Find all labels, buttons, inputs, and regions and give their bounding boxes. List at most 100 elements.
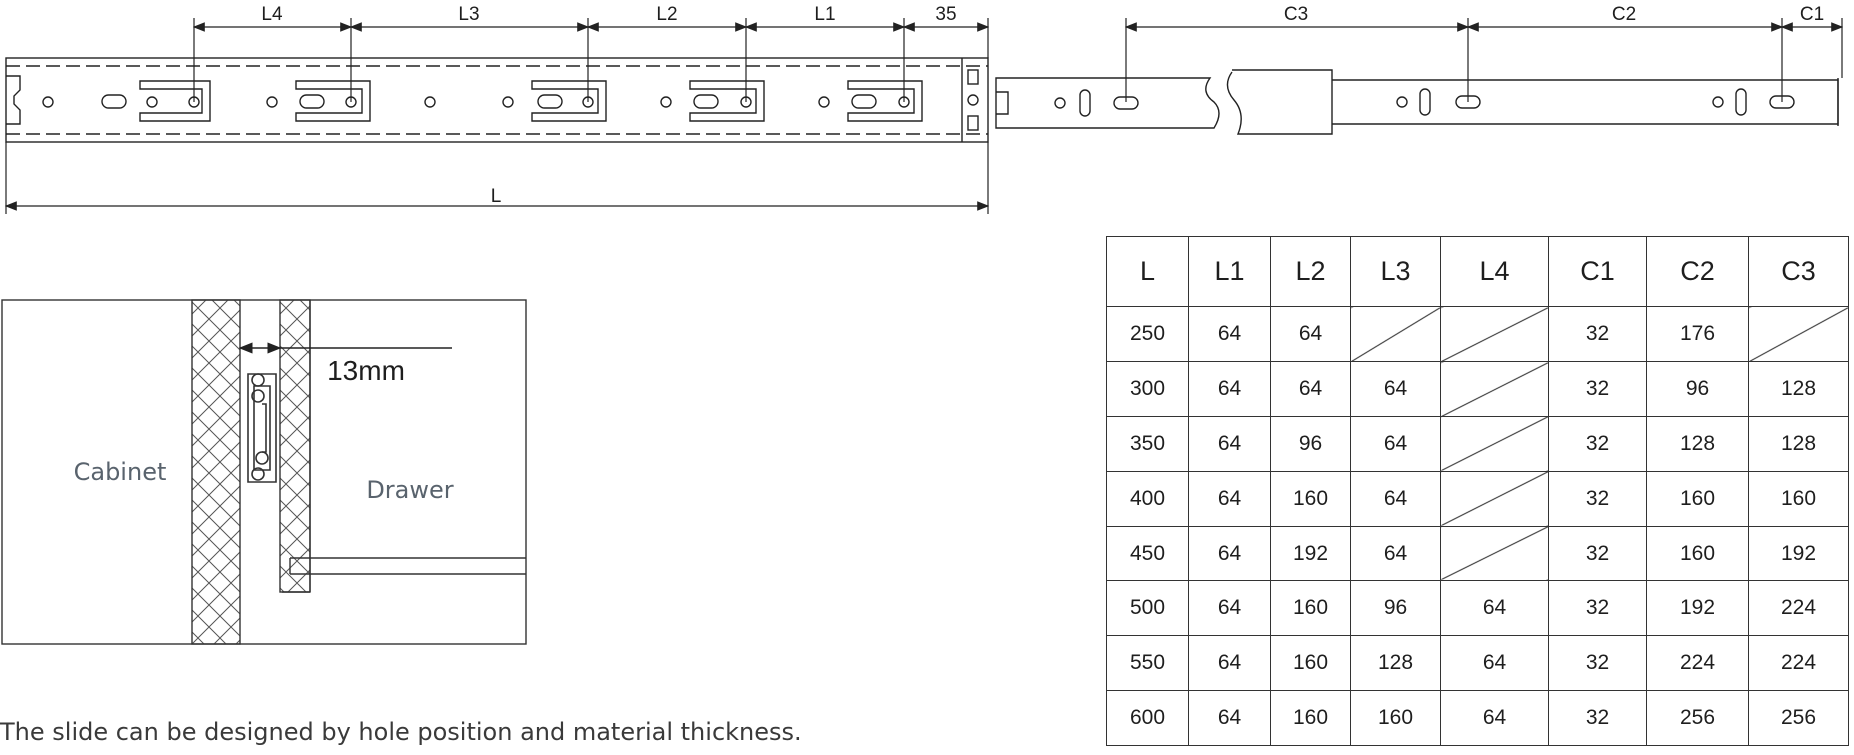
header-cell: L bbox=[1106, 235, 1189, 308]
table-cell: 64 bbox=[1188, 306, 1271, 363]
header-cell: L2 bbox=[1270, 235, 1351, 308]
table-cell: 64 bbox=[1350, 470, 1441, 527]
left-rail bbox=[5, 57, 989, 143]
table-cell: 400 bbox=[1106, 470, 1189, 527]
table-cell: 64 bbox=[1440, 635, 1549, 692]
hole-group-l2 bbox=[531, 80, 607, 122]
table-cell-not-applicable bbox=[1440, 415, 1549, 472]
hole-group-l4 bbox=[139, 80, 211, 122]
table-cell-not-applicable bbox=[1350, 306, 1441, 363]
table-cell-not-applicable bbox=[1440, 361, 1549, 417]
header-cell: C3 bbox=[1748, 235, 1849, 308]
table-cell: 64 bbox=[1270, 361, 1351, 417]
table-cell: 32 bbox=[1548, 580, 1647, 637]
dim-label-l1: L1 bbox=[814, 4, 835, 25]
dim-label-l2: L2 bbox=[656, 4, 677, 25]
table-cell: 450 bbox=[1106, 525, 1189, 582]
table-cell: 224 bbox=[1748, 635, 1849, 692]
table-cell: 160 bbox=[1646, 470, 1749, 527]
table-cell: 160 bbox=[1270, 635, 1351, 692]
dim-label-l4: L4 bbox=[261, 4, 283, 25]
table-cell: 128 bbox=[1350, 635, 1441, 692]
table-cell: 32 bbox=[1548, 635, 1647, 692]
table-cell: 160 bbox=[1270, 690, 1351, 746]
hole-group-35 bbox=[847, 80, 923, 122]
slide-profile-icon bbox=[247, 373, 277, 483]
cabinet-label: Cabinet bbox=[74, 458, 167, 486]
dim-label-overall: L bbox=[491, 186, 502, 207]
header-cell: L3 bbox=[1350, 235, 1441, 308]
gap-label: 13mm bbox=[327, 355, 405, 386]
dim-label-c1: C1 bbox=[1800, 4, 1824, 25]
table-cell: 96 bbox=[1270, 415, 1351, 472]
table-cell: 64 bbox=[1188, 525, 1271, 582]
table-cell: 64 bbox=[1350, 415, 1441, 472]
table-cell: 256 bbox=[1748, 690, 1849, 746]
table-cell: 160 bbox=[1646, 525, 1749, 582]
table-cell: 32 bbox=[1548, 690, 1647, 746]
table-cell: 32 bbox=[1548, 525, 1647, 582]
header-cell: L1 bbox=[1188, 235, 1271, 308]
table-cell: 64 bbox=[1188, 580, 1271, 637]
table-cell: 96 bbox=[1350, 580, 1441, 637]
table-cell: 32 bbox=[1548, 470, 1647, 527]
table-cell: 64 bbox=[1188, 635, 1271, 692]
table-cell: 32 bbox=[1548, 361, 1647, 417]
drawer-panel bbox=[279, 299, 311, 593]
table-cell: 350 bbox=[1106, 415, 1189, 472]
dim-label-l3: L3 bbox=[458, 4, 479, 25]
table-cell: 32 bbox=[1548, 306, 1647, 363]
table-cell: 64 bbox=[1440, 580, 1549, 637]
table-cell: 192 bbox=[1646, 580, 1749, 637]
table-cell: 300 bbox=[1106, 361, 1189, 417]
table-cell: 160 bbox=[1350, 690, 1441, 746]
table-cell: 64 bbox=[1350, 525, 1441, 582]
header-cell: L4 bbox=[1440, 235, 1549, 308]
table-cell-not-applicable bbox=[1440, 525, 1549, 582]
table-header-row: L L1 L2 L3 L4 C1 C2 C3 bbox=[1106, 235, 1849, 308]
table-cell: 64 bbox=[1188, 470, 1271, 527]
table-cell: 250 bbox=[1106, 306, 1189, 363]
table-cell: 256 bbox=[1646, 690, 1749, 746]
table-cell: 160 bbox=[1748, 470, 1849, 527]
header-cell: C2 bbox=[1646, 235, 1749, 308]
table-cell: 64 bbox=[1440, 690, 1549, 746]
table-cell: 64 bbox=[1188, 690, 1271, 746]
table-cell: 224 bbox=[1748, 580, 1849, 637]
table-cell: 500 bbox=[1106, 580, 1189, 637]
table-cell: 64 bbox=[1350, 361, 1441, 417]
table-cell: 64 bbox=[1188, 415, 1271, 472]
hole-group-l1 bbox=[689, 80, 765, 122]
caption-text: The slide can be designed by hole positi… bbox=[0, 718, 802, 746]
table-cell: 64 bbox=[1270, 306, 1351, 363]
table-cell: 176 bbox=[1646, 306, 1749, 363]
table-cell: 224 bbox=[1646, 635, 1749, 692]
dimension-labels: L4 L3 L2 L1 35 C3 C2 C1 L bbox=[261, 4, 1824, 207]
table-cell: 600 bbox=[1106, 690, 1189, 746]
table-cell: 550 bbox=[1106, 635, 1189, 692]
table-cell: 96 bbox=[1646, 361, 1749, 417]
header-cell: C1 bbox=[1548, 235, 1647, 308]
dimension-lines bbox=[4, 18, 1844, 214]
table-cell: 128 bbox=[1748, 415, 1849, 472]
table-cell: 192 bbox=[1270, 525, 1351, 582]
dim-label-35: 35 bbox=[935, 4, 956, 25]
table-cell-not-applicable bbox=[1440, 470, 1549, 527]
table-cell-not-applicable bbox=[1748, 306, 1849, 363]
cabinet-panel bbox=[191, 299, 241, 645]
table-cell: 32 bbox=[1548, 415, 1647, 472]
table-cell: 160 bbox=[1270, 580, 1351, 637]
install-cross-section: 13mm Cabinet Drawer bbox=[1, 299, 527, 645]
table-cell-not-applicable bbox=[1440, 306, 1549, 363]
